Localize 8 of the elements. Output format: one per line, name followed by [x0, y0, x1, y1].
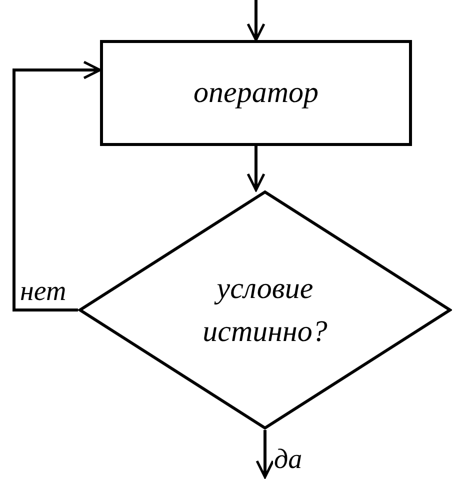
- arrow: [12, 60, 102, 312]
- arrow: [246, 146, 266, 192]
- process-label: оператор: [194, 75, 318, 112]
- decision-diamond: [78, 190, 452, 430]
- condition-label: условие истинно?: [202, 270, 328, 350]
- arrow: [246, 0, 266, 42]
- arrow: [256, 430, 274, 478]
- process-box: [100, 40, 412, 146]
